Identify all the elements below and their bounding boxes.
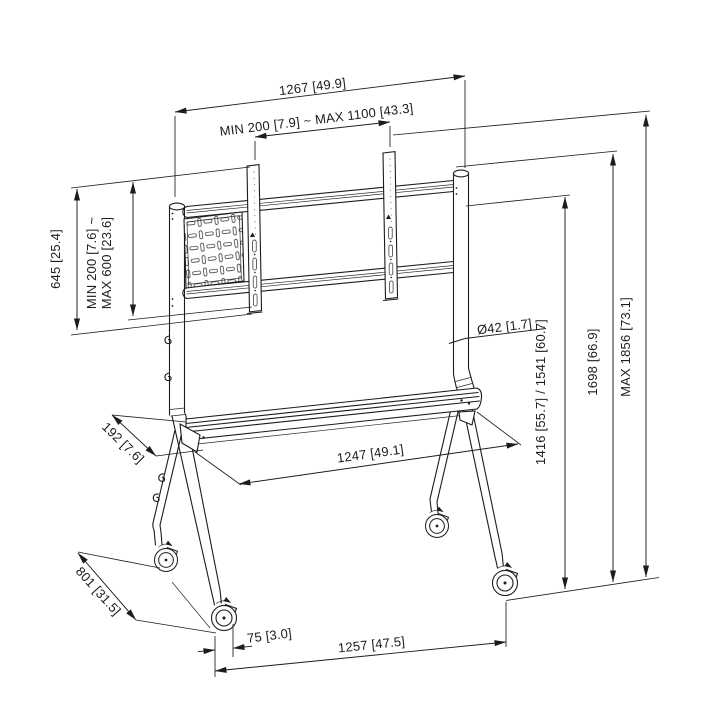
dim-shelf-depth-label: 192 [7.6] (99, 419, 147, 466)
floor-line-left (171, 581, 211, 629)
dim-vesa-height-range: MIN 200 [7.6] ~ MAX 600 [23.6] (84, 181, 253, 321)
dim-caster-offset-label: 75 [3.0] (246, 625, 292, 645)
shelf-brackets (179, 410, 476, 453)
dim-frame-height: 1698 [66.9] (455, 150, 618, 583)
dim-base-depth: 801 [31.5] (73, 551, 217, 634)
dim-bracket-height-label: 645 [25.4] (48, 229, 63, 289)
stand-structure (152, 150, 660, 631)
caster-front-right (493, 566, 518, 596)
dim-caster-offset: 75 [3.0] (197, 624, 293, 677)
vesa-strip-right (382, 150, 399, 302)
right-post (452, 169, 477, 400)
dim-vesa-height-line2: MAX 600 [23.6] (99, 217, 114, 309)
dim-base-depth-label: 801 [31.5] (73, 564, 124, 618)
vesa-strip-left (246, 163, 263, 315)
floor-line-right (505, 577, 660, 601)
dim-bracket-width-range: MIN 200 [7.9] ~ MAX 1100 [43.3] (219, 100, 414, 160)
dim-vesa-height-line1: MIN 200 [7.6] ~ (84, 217, 99, 309)
dim-bracket-height: 645 [25.4] (48, 166, 253, 336)
dim-max-height: MAX 1856 [73.1] (392, 110, 651, 578)
dim-max-height-label: MAX 1856 [73.1] (618, 297, 633, 397)
left-post (168, 202, 186, 417)
dimension-annotations: 1267 [49.9] MIN 200 [7.9] ~ MAX 1100 [43… (48, 74, 651, 677)
dim-base-width: 1257 [47.5] (214, 602, 507, 673)
dim-shelf-rail-height: 1416 [55.7] / 1541 [60.7] (465, 194, 571, 590)
dim-pole-diameter-label: Ø42 [1.7] (476, 316, 533, 338)
dim-pole-diameter: Ø42 [1.7] (448, 316, 547, 344)
dim-shelf-rail-height-label: 1416 [55.7] / 1541 [60.7] (533, 319, 548, 465)
dim-bracket-width-range-label: MIN 200 [7.9] ~ MAX 1100 [43.3] (219, 100, 414, 139)
shelf (185, 387, 483, 446)
dim-base-width-label: 1257 [47.5] (337, 634, 405, 656)
dim-total-width: 1267 [49.9] (174, 74, 466, 197)
dim-frame-height-label: 1698 [66.9] (585, 328, 600, 395)
perforated-plate (183, 211, 245, 289)
caster-back-right (426, 510, 449, 537)
